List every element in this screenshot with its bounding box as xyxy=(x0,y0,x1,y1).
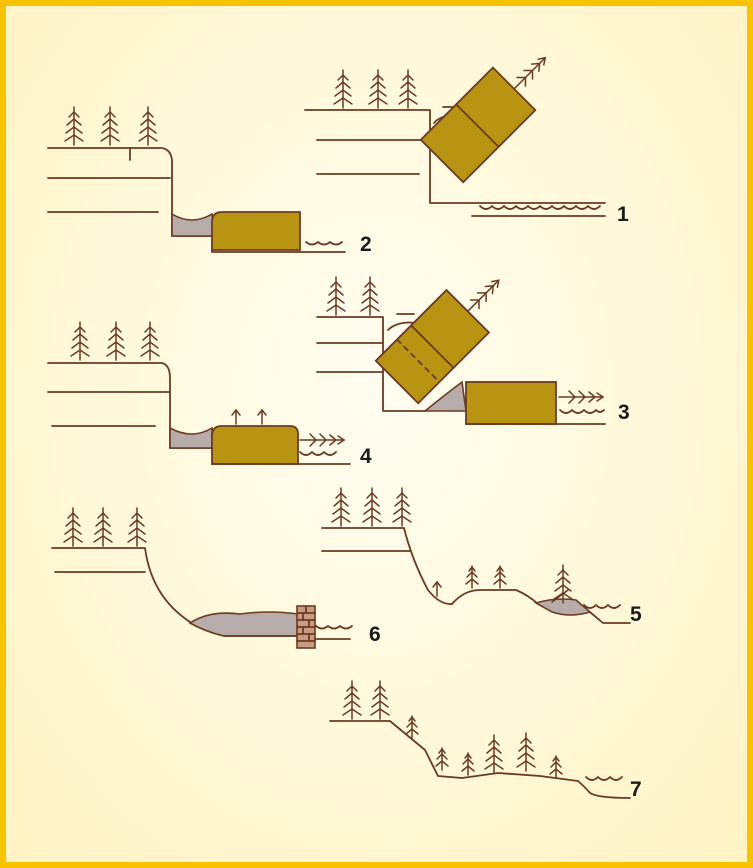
stage-label-4: 4 xyxy=(360,445,372,468)
stage-6: 6 xyxy=(51,507,381,649)
stage-label-5: 5 xyxy=(630,603,642,626)
stage-7: 7 xyxy=(329,680,642,801)
stage-label-3: 3 xyxy=(618,401,630,424)
retaining-wall xyxy=(296,605,316,649)
stage-label-1: 1 xyxy=(617,203,629,226)
stage-3: 3 xyxy=(316,275,630,425)
stage-4: 4 xyxy=(47,321,372,468)
stage-2: 2 xyxy=(47,106,372,256)
stage-label-2: 2 xyxy=(360,233,372,256)
stage-label-6: 6 xyxy=(369,623,381,646)
stage-1: 1 xyxy=(304,52,629,226)
stage-5: 5 xyxy=(321,487,642,626)
stage-label-7: 7 xyxy=(630,778,642,801)
